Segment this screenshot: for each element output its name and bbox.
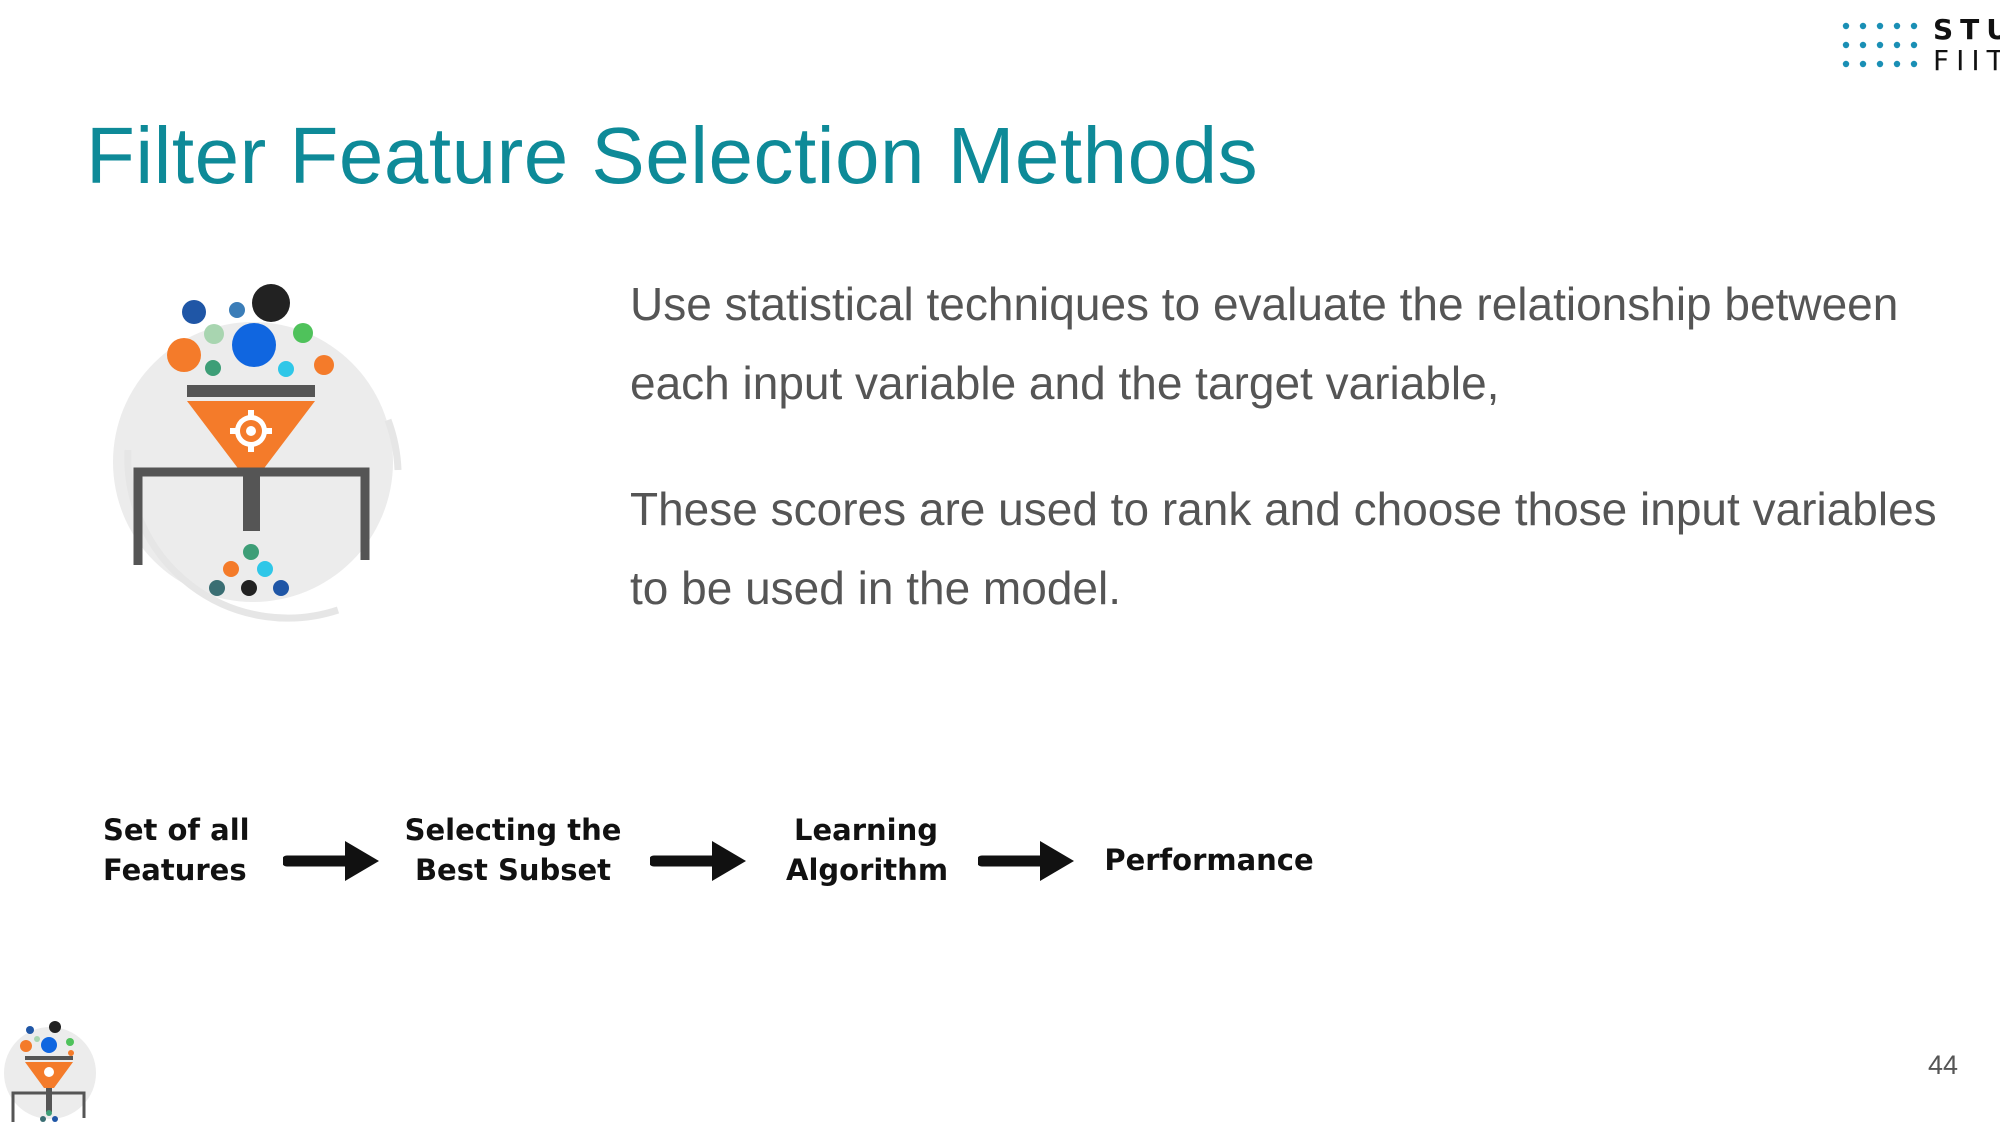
right-arrow-icon bbox=[650, 841, 746, 881]
flow-step-performance: Performance bbox=[1104, 843, 1314, 877]
logo-line-1: STU bbox=[1933, 13, 2000, 46]
body-paragraph: Use statistical techniques to evaluate t… bbox=[630, 278, 1899, 409]
page-number: 44 bbox=[1928, 1050, 1959, 1080]
slide-title: Filter Feature Selection Methods bbox=[86, 111, 1259, 200]
logo-line-2: FIIT bbox=[1933, 44, 2000, 77]
slide-body: Use statistical techniques to evaluate t… bbox=[630, 265, 1960, 675]
flow-step-set-of-all-features: Set of all Features bbox=[103, 810, 250, 890]
flow-step-learning-algorithm: Learning Algorithm bbox=[786, 810, 949, 890]
flow-step-line: Selecting the bbox=[404, 813, 622, 847]
feature-filter-funnel-thumbnail-icon bbox=[4, 1021, 96, 1122]
gear-icon bbox=[230, 410, 272, 452]
flow-step-selecting-best-subset: Selecting the Best Subset bbox=[404, 810, 622, 890]
flow-step-line: Learning bbox=[793, 813, 938, 847]
stu-fiit-logo: STU FIIT bbox=[1838, 14, 2000, 76]
body-paragraph: These scores are used to rank and choose… bbox=[630, 483, 1937, 614]
flow-step-line: Set of all bbox=[103, 813, 250, 847]
flow-step-line: Algorithm bbox=[786, 853, 949, 887]
flow-step-line: Features bbox=[103, 853, 247, 887]
feature-filter-funnel-icon bbox=[113, 284, 402, 622]
logo-text: STU FIIT bbox=[1933, 14, 2000, 76]
logo-dots-icon bbox=[1842, 22, 1918, 68]
feature-selection-flow: Set of all Features Selecting the Best S… bbox=[0, 800, 1400, 920]
right-arrow-icon bbox=[978, 841, 1074, 881]
right-arrow-icon bbox=[283, 841, 379, 881]
flow-step-line: Best Subset bbox=[414, 853, 612, 887]
